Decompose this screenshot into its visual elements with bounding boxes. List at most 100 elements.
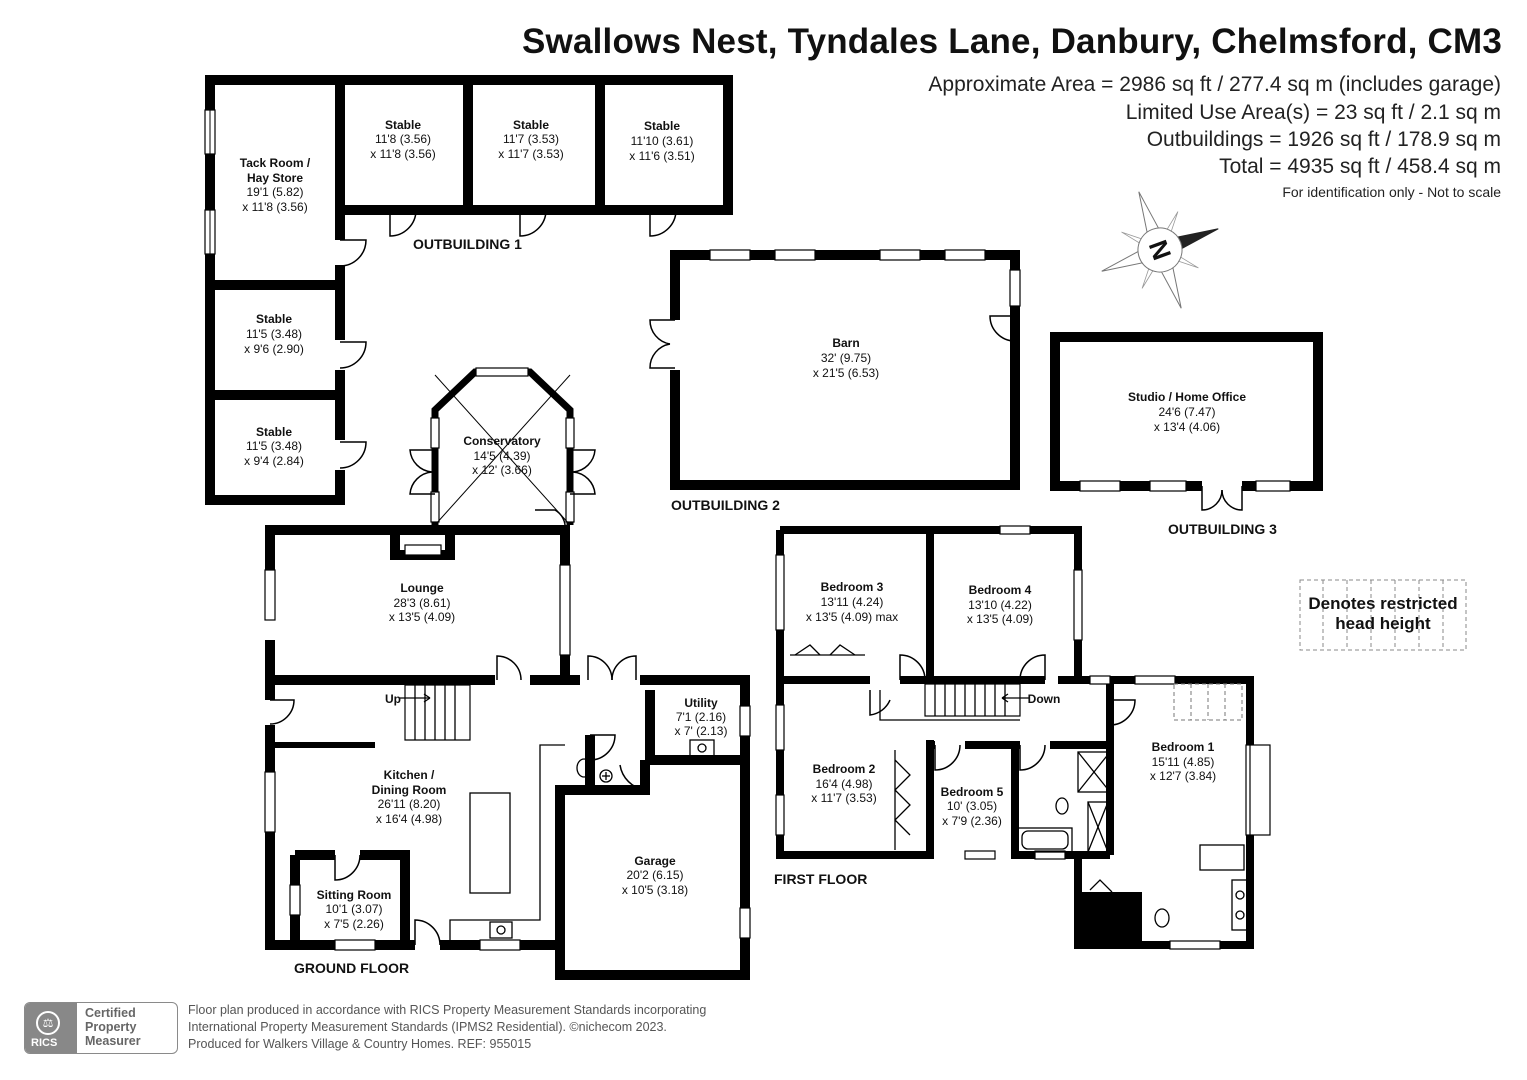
bedroom-3-name: Bedroom 3 bbox=[821, 580, 884, 594]
rics-badge-text: Certified Property Measurer bbox=[85, 1006, 141, 1048]
stable-d-dim-2: x 9'6 (2.90) bbox=[244, 342, 304, 356]
conservatory-doors bbox=[409, 449, 596, 495]
kitchen-dim-1: 26'11 (8.20) bbox=[378, 797, 441, 811]
outbuilding-1-walls bbox=[205, 75, 733, 505]
stable-d-dim-1: 11'5 (3.48) bbox=[246, 327, 302, 341]
bedroom-4-name: Bedroom 4 bbox=[969, 583, 1032, 597]
lounge-dim-2: x 13'5 (4.09) bbox=[389, 610, 455, 624]
kitchen-name-1: Kitchen / bbox=[384, 768, 435, 782]
stable-a-dim-2: x 11'8 (3.56) bbox=[370, 147, 435, 161]
stable-e-dim-1: 11'5 (3.48) bbox=[246, 439, 302, 453]
bedroom-5-name: Bedroom 5 bbox=[941, 785, 1004, 799]
stable-b-dim-2: x 11'7 (3.53) bbox=[498, 147, 563, 161]
outbuilding-2-label: OUTBUILDING 2 bbox=[671, 497, 780, 513]
stable-c-name: Stable bbox=[644, 119, 680, 133]
tack-room-dim-2: x 11'8 (3.56) bbox=[242, 200, 307, 214]
studio-dim-1: 24'6 (7.47) bbox=[1159, 405, 1216, 419]
bedroom-4-dim-1: 13'10 (4.22) bbox=[968, 598, 1032, 612]
restricted-legend-line-1: Denotes restricted bbox=[1308, 594, 1458, 613]
garage-name: Garage bbox=[634, 854, 676, 868]
bedroom-1-dim-1: 15'11 (4.85) bbox=[1152, 755, 1215, 769]
outbuilding-3-label: OUTBUILDING 3 bbox=[1168, 521, 1277, 537]
kitchen-name-2: Dining Room bbox=[372, 783, 447, 797]
outbuildings-area: Outbuildings = 1926 sq ft / 178.9 sq m bbox=[1146, 128, 1501, 151]
utility-name: Utility bbox=[684, 696, 718, 710]
studio-dim-2: x 13'4 (4.06) bbox=[1154, 420, 1220, 434]
barn-dim-1: 32' (9.75) bbox=[821, 351, 871, 365]
rics-logo-icon: ⚖ bbox=[36, 1011, 60, 1035]
bedroom-3-dim-2: x 13'5 (4.09) max bbox=[806, 610, 898, 624]
stable-b-name: Stable bbox=[513, 118, 549, 132]
garage-dim-2: x 10'5 (3.18) bbox=[622, 883, 688, 897]
stable-e-name: Stable bbox=[256, 425, 292, 439]
ground-floor-fixtures bbox=[400, 684, 715, 940]
barn-walls bbox=[670, 250, 1020, 490]
rics-line-2: Property bbox=[85, 1020, 137, 1034]
not-to-scale-note: For identification only - Not to scale bbox=[1282, 184, 1501, 200]
barn-name: Barn bbox=[832, 336, 859, 350]
airing-cupboard bbox=[1078, 892, 1142, 944]
sitting-room-dim-2: x 7'5 (2.26) bbox=[324, 917, 384, 931]
footer-line-2: International Property Measurement Stand… bbox=[188, 1020, 667, 1034]
stable-c-dim-2: x 11'6 (3.51) bbox=[629, 149, 694, 163]
footer-line-1: Floor plan produced in accordance with R… bbox=[188, 1003, 707, 1017]
conservatory-name: Conservatory bbox=[463, 434, 541, 448]
stable-b-dim-1: 11'7 (3.53) bbox=[503, 132, 559, 146]
utility-dim-1: 7'1 (2.16) bbox=[676, 710, 726, 724]
conservatory-windows bbox=[430, 367, 575, 526]
first-floor-label: FIRST FLOOR bbox=[774, 871, 867, 887]
stairs-down-label: Down bbox=[1028, 692, 1061, 706]
utility-dim-2: x 7' (2.13) bbox=[675, 724, 728, 738]
barn-doors bbox=[649, 315, 1016, 369]
tack-room-name-2: Hay Store bbox=[247, 171, 303, 185]
restricted-head-height-area bbox=[1173, 683, 1243, 721]
sitting-room-name: Sitting Room bbox=[317, 888, 392, 902]
lounge-dim-1: 28'3 (8.61) bbox=[394, 596, 451, 610]
outbuilding-1-doors bbox=[339, 209, 677, 469]
footer-disclaimer: Floor plan produced in accordance with R… bbox=[188, 1002, 706, 1053]
studio-doors bbox=[1201, 486, 1243, 511]
first-floor-fixtures bbox=[790, 644, 1248, 931]
restricted-legend-line-2: head height bbox=[1335, 614, 1431, 633]
sitting-room-dim-1: 10'1 (3.07) bbox=[326, 902, 383, 916]
bedroom-1-name: Bedroom 1 bbox=[1152, 740, 1215, 754]
rics-line-3: Measurer bbox=[85, 1034, 141, 1048]
barn-windows bbox=[709, 249, 1021, 307]
barn-dim-2: x 21'5 (6.53) bbox=[813, 366, 879, 380]
studio-windows bbox=[1079, 480, 1291, 492]
stairs-up-label: Up bbox=[385, 692, 401, 706]
bedroom-2-dim-2: x 11'7 (3.53) bbox=[811, 791, 876, 805]
stable-c-dim-1: 11'10 (3.61) bbox=[631, 134, 694, 148]
lounge-name: Lounge bbox=[400, 581, 444, 595]
bedroom-5-dim-1: 10' (3.05) bbox=[947, 799, 997, 813]
outbuilding-1-label: OUTBUILDING 1 bbox=[413, 236, 522, 252]
garage-dim-1: 20'2 (6.15) bbox=[627, 868, 684, 882]
first-floor-windows bbox=[775, 525, 1271, 950]
stable-d-name: Stable bbox=[256, 312, 292, 326]
first-floor-doors bbox=[869, 654, 1136, 771]
stable-a-dim-1: 11'8 (3.56) bbox=[375, 132, 431, 146]
outbuilding-1-windows bbox=[204, 109, 216, 255]
bedroom-1-dim-2: x 12'7 (3.84) bbox=[1150, 769, 1216, 783]
bedroom-3-dim-1: 13'11 (4.24) bbox=[821, 595, 884, 609]
kitchen-dim-2: x 16'4 (4.98) bbox=[376, 812, 442, 826]
rics-line-1: Certified bbox=[85, 1006, 136, 1020]
rics-abbr: RICS bbox=[31, 1037, 58, 1049]
tack-room-dim-1: 19'1 (5.82) bbox=[247, 185, 304, 199]
stairs-down bbox=[924, 683, 1030, 717]
rics-badge: ⚖ RICS Certified Property Measurer bbox=[24, 1002, 178, 1054]
conservatory-dim-2: x 12' (3.66) bbox=[472, 463, 532, 477]
bedroom-2-name: Bedroom 2 bbox=[813, 762, 876, 776]
restricted-legend-text: Denotes restricted head height bbox=[1300, 594, 1466, 634]
stable-a-name: Stable bbox=[385, 118, 421, 132]
stable-e-dim-2: x 9'4 (2.84) bbox=[244, 454, 304, 468]
tack-room-name-1: Tack Room / bbox=[240, 156, 311, 170]
bedroom-2-dim-1: 16'4 (4.98) bbox=[816, 777, 873, 791]
compass-icon: N bbox=[1101, 191, 1219, 309]
bedroom-5-dim-2: x 7'9 (2.36) bbox=[942, 814, 1002, 828]
page-title: Swallows Nest, Tyndales Lane, Danbury, C… bbox=[522, 22, 1502, 61]
footer-line-3: Produced for Walkers Village & Country H… bbox=[188, 1037, 532, 1051]
studio-name: Studio / Home Office bbox=[1128, 390, 1246, 404]
restricted-legend-box bbox=[1299, 579, 1467, 651]
